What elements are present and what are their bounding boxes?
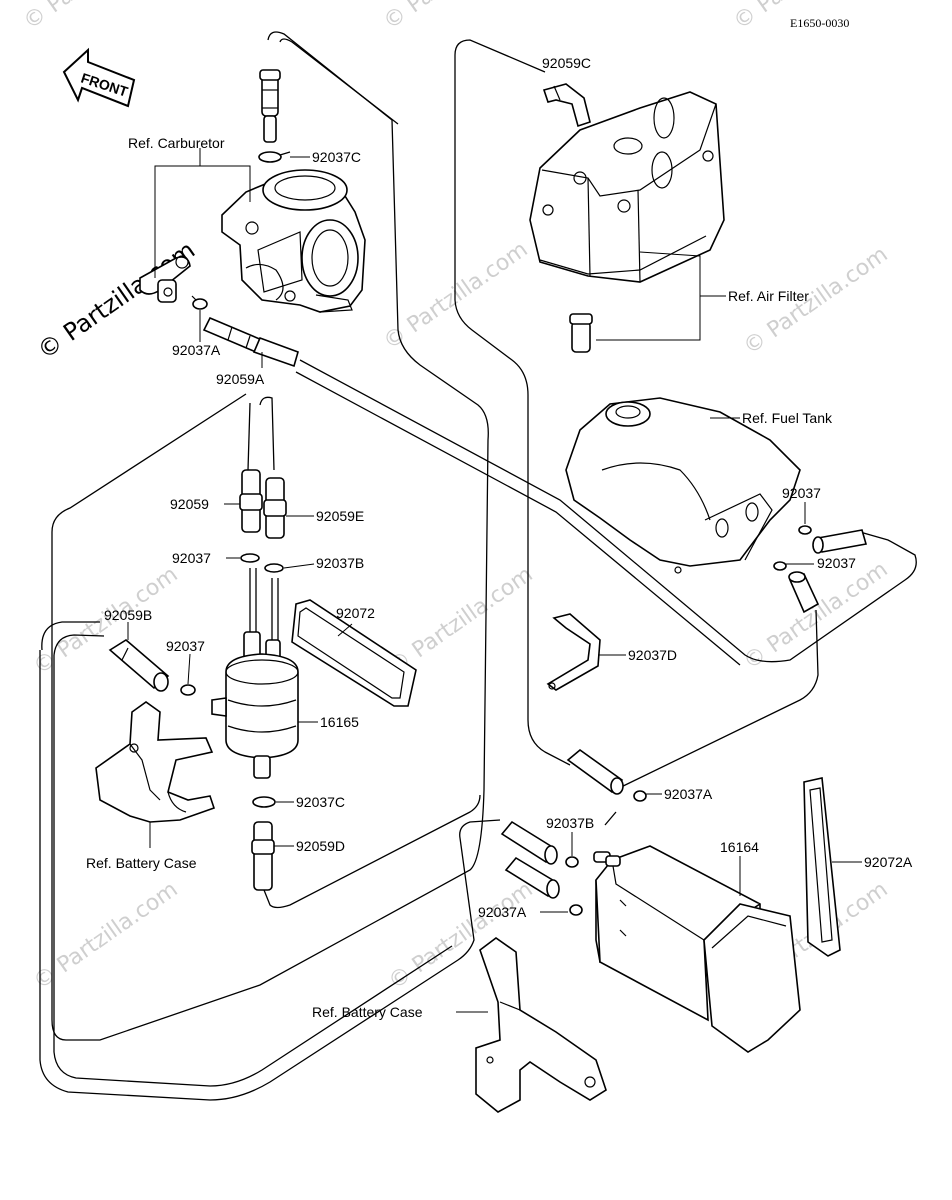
fuel-tank-illustration: [565, 397, 801, 574]
hose-92059d-illustration: [251, 821, 275, 891]
label-16165: 16165: [320, 714, 359, 730]
clamp-icon: [180, 684, 196, 696]
battery-case-bracket-left-illustration: [95, 701, 216, 823]
hose-92059-illustration: [239, 469, 263, 533]
label-92037-mid: 92037: [172, 550, 211, 566]
hose-92059c-illustration: [542, 83, 591, 128]
label-92059b: 92059B: [104, 607, 152, 623]
hose-92059a-illustration: [202, 316, 299, 368]
clamp-icon: [252, 796, 276, 808]
strap-92072a-illustration: [803, 777, 841, 957]
label-92059e: 92059E: [316, 508, 364, 524]
label-92037a-top: 92037A: [172, 342, 221, 358]
hose-routing: [39, 31, 917, 1101]
watermark: © Partzilla.com: [379, 237, 532, 355]
clamp-icon: [258, 151, 291, 163]
label-92059: 92059: [170, 496, 209, 512]
label-92037b-right: 92037B: [546, 815, 594, 831]
label-92037c-low: 92037C: [296, 794, 345, 810]
hose-92059e-illustration: [263, 477, 287, 539]
label-92072a: 92072A: [864, 854, 913, 870]
front-arrow-icon: FRONT: [62, 47, 136, 108]
label-92037b-mid: 92037B: [316, 555, 364, 571]
air-filter-case-illustration: [529, 91, 725, 283]
label-92037a-right: 92037A: [664, 786, 713, 802]
label-92037-tank-a: 92037: [782, 485, 821, 501]
hose-92059b-illustration: [108, 639, 170, 692]
watermark: © Partzilla.com: [384, 562, 537, 680]
clamp-icon: [191, 295, 208, 310]
carb-vent-tube-illustration: [259, 69, 281, 143]
canister-illustration: [593, 845, 801, 1053]
label-92072: 92072: [336, 605, 375, 621]
label-92059d: 92059D: [296, 838, 345, 854]
battery-case-bracket-bottom-illustration: [475, 937, 607, 1113]
clamp-icon: [773, 525, 812, 571]
label-92037a-low: 92037A: [478, 904, 527, 920]
label-92037-tank-b: 92037: [817, 555, 856, 571]
fuel-filter-illustration: [211, 631, 299, 779]
carburetor-illustration: [221, 169, 366, 313]
label-ref-battery-case-bottom: Ref. Battery Case: [312, 1004, 423, 1020]
tank-vent-hose-illustration: [788, 529, 868, 614]
label-92037-left: 92037: [166, 638, 205, 654]
diagram-code: E1650-0030: [790, 16, 849, 30]
watermark: © Partzilla.com: [19, 0, 172, 35]
canister-hose-illustration: [566, 748, 624, 795]
label-ref-carburetor: Ref. Carburetor: [128, 135, 225, 151]
label-ref-air-filter: Ref. Air Filter: [728, 288, 809, 304]
label-ref-fuel-tank: Ref. Fuel Tank: [742, 410, 833, 426]
air-filter-drain-illustration: [569, 313, 593, 353]
label-ref-battery-case-left: Ref. Battery Case: [86, 855, 197, 871]
canister-inlet-hoses-illustration: [500, 820, 560, 899]
clamp-icon: [633, 790, 647, 802]
label-16164: 16164: [720, 839, 759, 855]
label-92037d: 92037D: [628, 647, 677, 663]
carburetor-fitting-illustration: [139, 255, 191, 303]
clamp-icon: [565, 856, 583, 916]
clamp-icon: [240, 553, 284, 573]
strap-92072-illustration: [291, 599, 417, 707]
label-92059a: 92059A: [216, 371, 265, 387]
clamp-92037d-illustration: [546, 613, 601, 691]
watermark: © Partzilla.com: [379, 0, 532, 35]
label-92037c-top: 92037C: [312, 149, 361, 165]
label-92059c: 92059C: [542, 55, 591, 71]
